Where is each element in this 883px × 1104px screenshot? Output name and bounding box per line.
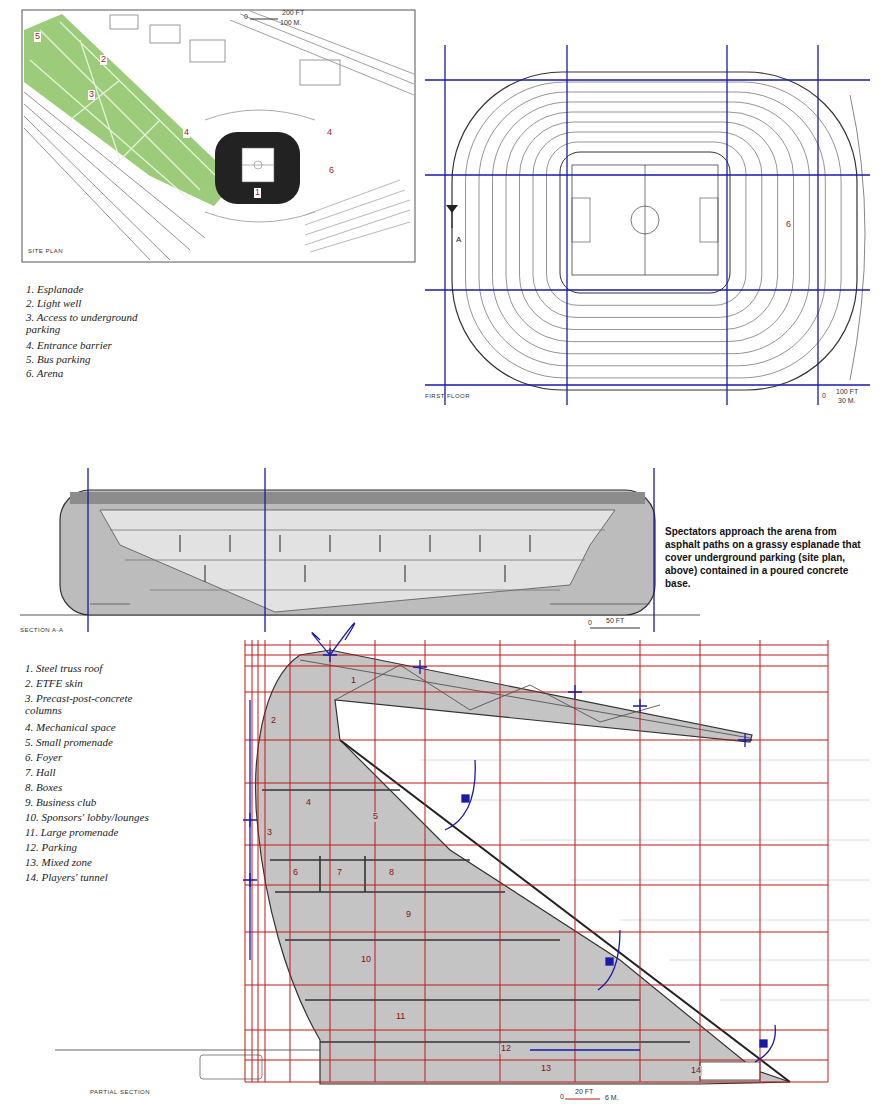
callout-number: 8 (388, 868, 395, 878)
callout-number: 6 (292, 868, 299, 878)
key-item: 13. Mixed zone (25, 856, 92, 868)
scale-text: 200 FT (282, 9, 304, 17)
key-item: 14. Players' tunnel (25, 871, 108, 883)
scale-text: 50 FT (606, 617, 624, 625)
key-item: 4. Entrance barrier (26, 339, 112, 351)
scale-text: 0 (588, 619, 592, 627)
callout-number: 3 (88, 90, 95, 100)
scale-text: 20 FT (575, 1088, 593, 1096)
callout-number: 6 (785, 220, 792, 230)
callout-number: 6 (328, 166, 335, 176)
section-marker: A (455, 236, 462, 245)
key-item: 7. Hall (25, 766, 56, 778)
key-item: 5. Bus parking (26, 353, 90, 365)
callout-number: 10 (360, 955, 372, 965)
callout-number: 13 (540, 1064, 552, 1074)
scale-text: 0 (560, 1093, 564, 1101)
key-item: 9. Business club (25, 796, 96, 808)
key-item: 5. Small promenade (25, 736, 113, 748)
key-item: 1. Steel truss roof (25, 662, 102, 674)
callout-number: 3 (266, 828, 273, 838)
callout-number: 11 (395, 1012, 406, 1022)
key-item: 11. Large promenade (25, 826, 118, 838)
callout-number: 2 (100, 55, 107, 65)
key-item: 8. Boxes (25, 781, 62, 793)
key-item: 6. Arena (26, 367, 63, 379)
callout-number: 4 (305, 798, 312, 808)
panel-title: FIRST FLOOR (425, 393, 470, 400)
callout-number: 5 (372, 812, 379, 822)
callout-number: 7 (336, 868, 343, 878)
key-item: 2. ETFE skin (25, 677, 83, 689)
panel-title: PARTIAL SECTION (90, 1089, 150, 1096)
caption-text: Spectators approach the arena from aspha… (665, 525, 870, 590)
callout-number: 9 (405, 910, 412, 920)
key-item: 3. Precast-post-concrete columns (25, 692, 153, 716)
key-item: 12. Parking (25, 841, 77, 853)
callout-number: 2 (270, 716, 277, 726)
section-a-a (20, 468, 700, 632)
callout-number: 12 (500, 1044, 512, 1054)
scale-text: 30 M. (838, 397, 856, 405)
key-item: 3. Access to underground parking (26, 311, 144, 335)
panel-title: SITE PLAN (28, 248, 63, 255)
partial-section (55, 623, 870, 1099)
site-plan (22, 10, 415, 262)
scale-text: 0 (822, 392, 826, 400)
callout-number: 5 (34, 32, 41, 42)
key-item: 10. Sponsors' lobby/lounges (25, 811, 149, 823)
scale-text: 100 FT (836, 388, 858, 396)
callout-number: 4 (183, 128, 190, 138)
scale-text: 0 (244, 13, 248, 21)
callout-number: 4 (326, 128, 333, 138)
callout-number: 14 (690, 1066, 702, 1076)
scale-text: 6 M. (605, 1094, 619, 1102)
callout-number: 1 (350, 676, 357, 686)
key-item: 6. Foyer (25, 751, 62, 763)
scale-text: 100 M. (280, 19, 301, 27)
key-item: 4. Mechanical space (25, 721, 116, 733)
callout-number: 1 (254, 188, 261, 198)
panel-title: SECTION A-A (20, 627, 64, 634)
key-item: 1. Esplanade (26, 283, 83, 295)
key-item: 2. Light well (26, 297, 81, 309)
first-floor-plan (425, 45, 870, 405)
